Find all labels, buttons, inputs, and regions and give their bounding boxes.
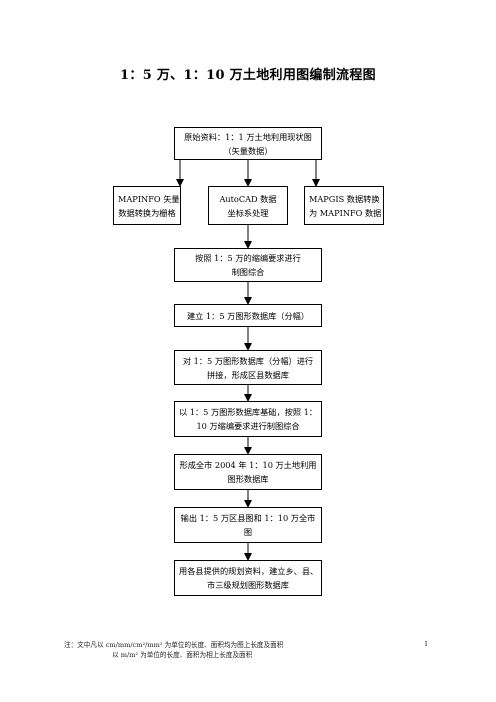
box-planning: 用各县提供的规划资料，建立乡、县、 市三级规划图形数据库 [174,560,322,596]
box-mapgis-line2: 为 MAPINFO 数据 [309,207,382,218]
box-db-50k: 建立 1：5 万图形数据库（分幅） [174,304,322,327]
page-title: 1：5 万、1：10 万土地利用图编制流程图 [120,68,376,83]
box-db-50k-line1: 建立 1：5 万图形数据库（分幅） [186,310,310,321]
box-output-line1: 输出 1：5 万区县图和 1：10 万全市 [180,513,316,523]
box-generalize-50k-line2: 制图综合 [231,267,265,277]
box-generalize-50k: 按照 1：5 万的缩编要求进行 制图综合 [174,248,322,282]
box-mapinfo: MAPINFO 矢量 数据转换为栅格 [113,186,181,225]
footnote-line2: 以 m/m² 为单位的长度、面积为相上长度及面积 [112,651,253,659]
box-autocad-line1: AutoCAD 数据 [219,193,277,204]
box-source-data: 原始资料：1：1 万土地利用现状图 （矢量数据） [174,127,322,160]
box-mapgis: MAPGIS 数据转换 为 MAPINFO 数据 [304,186,384,225]
box-planning-line2: 市三级规划图形数据库 [207,580,289,590]
footnote: 注：文中凡以 cm/mm/cm²/mm² 为单位的长度、面积均为图上长度及面积 … [64,640,283,660]
box-mosaic-line2: 拼接，形成区县数据库 [207,369,289,380]
box-generalize-100k: 以 1：5 万图形数据库基础，按照 1： 10 万缩编要求进行制图综合 [174,401,322,437]
box-db-100k: 形成全市 2004 年 1：10 万土地利用 图形数据库 [174,454,322,490]
footnote-line1: 注：文中凡以 cm/mm/cm²/mm² 为单位的长度、面积均为图上长度及面积 [64,641,284,649]
box-source-line2: （矢量数据） [223,145,273,156]
box-source-line1: 原始资料：1：1 万土地利用现状图 [184,131,312,142]
box-mosaic: 对 1：5 万图形数据库（分幅）进行 拼接，形成区县数据库 [174,350,322,385]
box-generalize-100k-line1: 以 1：5 万图形数据库基础，按照 1： [179,407,318,417]
box-db-100k-line2: 图形数据库 [227,474,269,484]
box-autocad: AutoCAD 数据 坐标系处理 [208,186,288,225]
box-output: 输出 1：5 万区县图和 1：10 万全市 图 [174,507,322,543]
box-generalize-100k-line2: 10 万缩编要求进行制图综合 [196,421,300,431]
box-output-line2: 图 [243,527,253,537]
box-planning-line1: 用各县提供的规划资料，建立乡、县、 [179,566,319,576]
box-autocad-line2: 坐标系处理 [227,207,269,218]
box-generalize-50k-line1: 按照 1：5 万的缩编要求进行 [195,253,301,263]
box-mapinfo-line2: 数据转换为栅格 [118,207,176,218]
page-number: 1 [424,640,429,648]
box-db-100k-line1: 形成全市 2004 年 1：10 万土地利用 [179,460,317,470]
box-mapgis-line1: MAPGIS 数据转换 [309,193,380,204]
box-mapinfo-line1: MAPINFO 矢量 [118,193,180,204]
box-mosaic-line1: 对 1：5 万图形数据库（分幅）进行 [182,355,314,366]
